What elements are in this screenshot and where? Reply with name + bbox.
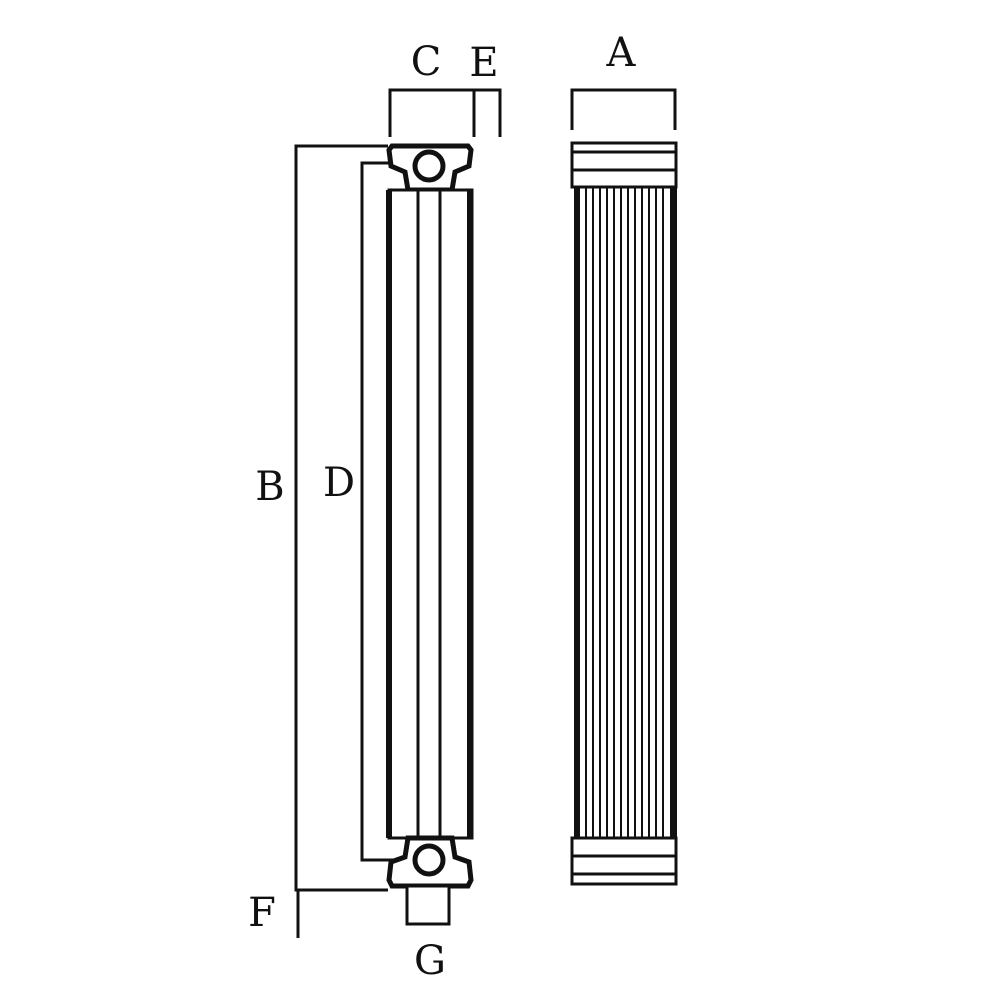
fluted-body-left-edge <box>574 187 580 838</box>
column-tube <box>387 188 474 840</box>
fluted-body <box>574 185 676 840</box>
dimension-a-bracket <box>570 88 677 130</box>
dimension-d-bracket <box>360 161 395 862</box>
dimension-c-bracket <box>388 88 476 137</box>
label-a: A <box>606 30 637 76</box>
front-view-column <box>570 141 678 886</box>
tube-right-wall <box>467 190 473 838</box>
dimension-lines <box>294 88 677 938</box>
label-g: G <box>414 938 446 984</box>
dimension-b-bracket <box>294 144 388 892</box>
label-f: F <box>248 890 276 936</box>
label-d: D <box>323 460 355 506</box>
side-view-column <box>386 143 474 926</box>
dimension-e-bracket <box>474 88 502 137</box>
bottom-port-circle <box>412 843 446 877</box>
flute-lines <box>585 187 664 838</box>
top-cap <box>570 141 678 189</box>
top-port-circle <box>412 149 446 183</box>
label-c: C <box>411 39 442 85</box>
connection-pipe <box>405 884 451 926</box>
label-b: B <box>255 464 284 510</box>
fluted-body-right-edge <box>670 187 677 838</box>
label-e: E <box>469 40 498 86</box>
tube-left-wall <box>386 190 392 838</box>
bottom-cap <box>570 836 678 886</box>
